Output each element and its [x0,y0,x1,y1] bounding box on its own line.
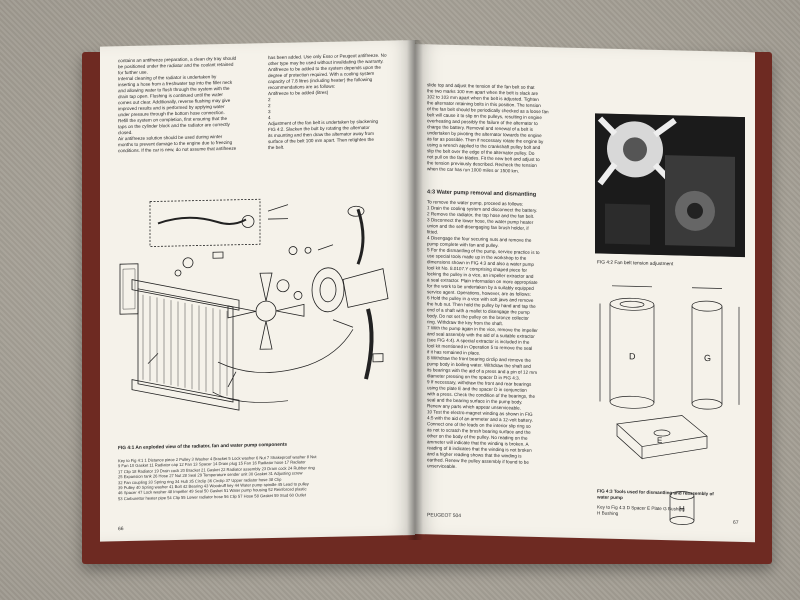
book-gutter [407,40,423,540]
left-col2: has been added. Use only Esso or Peugeot… [268,52,408,151]
exploded-view-diagram [119,198,389,411]
photo-caption: FIG 4:2 Fan belt tension adjustment [597,260,674,268]
figure-key: Key to Fig 4:1 1 Distance piece 2 Pulley… [118,452,408,501]
page-number-left: 66 [118,526,124,533]
figure-caption: FIG 4:1 An exploded view of the radiator… [118,442,288,452]
fan-belt-photo [595,113,745,258]
right-col-body: To remove the water pump, proceed as fol… [427,199,592,473]
tools-diagram: D E G H [599,285,740,525]
tool-label-e: E [657,436,662,445]
tool-label-g: G [704,353,711,363]
page-number-right: 67 [733,519,739,526]
tool-label-h: H [679,504,685,513]
right-col-top: slide top and adjust the tension of the … [427,82,592,176]
right-page: slide top and adjust the tension of the … [415,44,755,543]
tool-label-d: D [629,351,636,361]
book-title-footer: PEUGEOT 504 [427,512,462,520]
section-heading: 4:3 Water pump removal and dismantling [427,189,537,198]
left-col1: contains an antifreeze preparation, a cl… [118,55,258,154]
left-page: contains an antifreeze preparation, a cl… [100,40,415,542]
